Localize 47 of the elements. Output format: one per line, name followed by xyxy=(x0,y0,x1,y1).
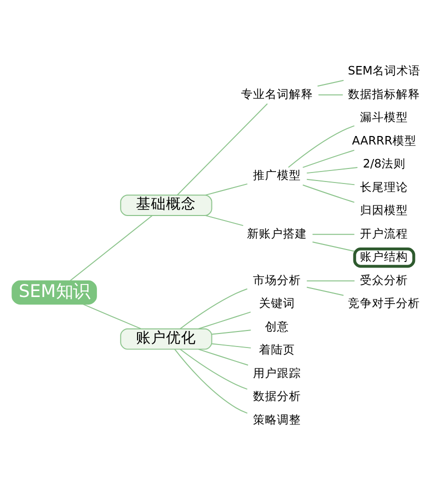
connector xyxy=(211,330,252,335)
connector xyxy=(306,286,344,296)
node-text: 归因模型 xyxy=(360,203,408,218)
connector xyxy=(205,215,244,226)
node-text: AARRR模型 xyxy=(352,133,416,148)
node-text: 长尾理论 xyxy=(360,180,408,194)
connector xyxy=(306,166,358,174)
node-box: 基础概念 xyxy=(120,194,212,216)
connector xyxy=(318,94,344,96)
connector xyxy=(211,343,252,348)
node-text: 市场分析 xyxy=(253,272,302,287)
node-text: 专业名词解释 xyxy=(241,86,314,101)
node-text: 受众分析 xyxy=(360,272,408,287)
connector xyxy=(176,103,268,196)
connector xyxy=(174,348,248,414)
connector xyxy=(70,215,153,282)
connector xyxy=(317,80,344,87)
node-box: 账户结构 xyxy=(353,247,416,268)
node-text: 开户流程 xyxy=(360,226,408,240)
node-text: 数据分析 xyxy=(253,389,302,404)
node-text: 漏斗模型 xyxy=(360,110,408,124)
connector xyxy=(302,150,355,168)
node-text: 2/8法则 xyxy=(362,156,406,171)
connector xyxy=(306,178,356,186)
node-text: SEM名词术语 xyxy=(348,64,421,78)
node-text: 用户跟踪 xyxy=(253,366,302,380)
node-text: 策略调整 xyxy=(253,412,302,426)
connector xyxy=(180,288,248,330)
connector xyxy=(198,312,252,330)
node-text: 数据指标解释 xyxy=(348,86,420,101)
connector xyxy=(312,242,355,252)
node-text: 着陆页 xyxy=(259,342,296,357)
connector xyxy=(312,234,355,235)
node-box: SEM知识 xyxy=(12,280,97,305)
connector xyxy=(288,125,355,168)
connector xyxy=(205,183,248,196)
node-text: 新账户搭建 xyxy=(247,226,308,240)
connector xyxy=(82,304,142,330)
node-text: 推广模型 xyxy=(253,168,302,182)
connector xyxy=(180,348,248,390)
connector xyxy=(302,184,355,203)
connector xyxy=(306,280,356,282)
node-text: 创意 xyxy=(265,319,290,334)
node-text: 竞争对手分析 xyxy=(348,296,420,310)
node-text: 关键词 xyxy=(259,296,296,310)
connector xyxy=(198,348,249,366)
node-box: 账户优化 xyxy=(120,328,212,350)
